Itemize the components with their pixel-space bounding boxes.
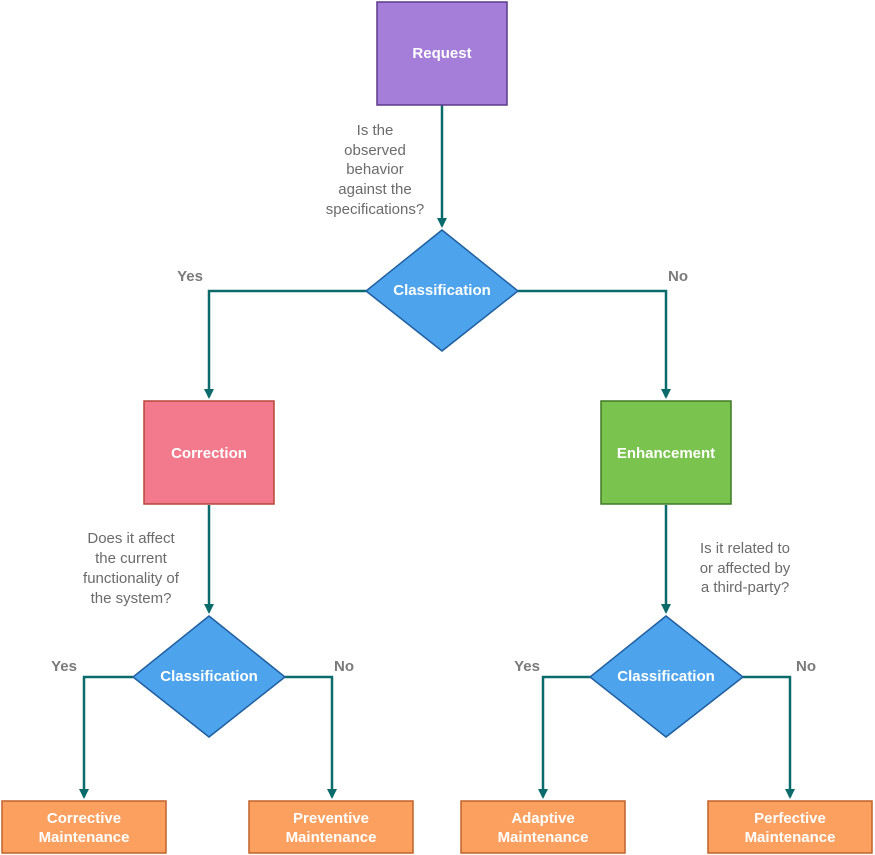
branch-label-top-no: No <box>668 268 688 285</box>
question-3-line: Is it related to <box>700 540 790 557</box>
branch-label-right-yes: Yes <box>514 658 540 675</box>
corrective-label-line2: Maintenance <box>39 829 130 846</box>
classification-right-label: Classification <box>617 668 715 685</box>
question-1-line: behavior <box>346 161 404 178</box>
question-1-line: observed <box>344 142 406 159</box>
enhancement-node: Enhancement <box>600 400 732 505</box>
correction-node: Correction <box>143 400 275 505</box>
branch-label-right-no: No <box>796 658 816 675</box>
classification-left-label: Classification <box>160 668 258 685</box>
perfective-maintenance-node: Perfective Maintenance <box>707 800 873 854</box>
question-1-line: Is the <box>357 122 394 139</box>
question-observed-behavior: Is the observed behavior against the spe… <box>326 122 424 218</box>
adaptive-maintenance-node: Adaptive Maintenance <box>460 800 626 854</box>
adaptive-label-line1: Adaptive <box>511 810 574 827</box>
question-2-line: the system? <box>91 590 172 607</box>
question-2-line: Does it affect <box>87 530 175 547</box>
question-third-party: Is it related to or affected by a third-… <box>700 540 791 596</box>
edge-right-classification-to-perfective <box>743 675 795 799</box>
edge-right-classification-to-adaptive <box>538 675 591 799</box>
corrective-label-line1: Corrective <box>47 810 121 827</box>
question-1-line: against the <box>338 181 411 198</box>
perfective-label-line1: Perfective <box>754 810 826 827</box>
edge-classification-to-correction <box>204 289 366 399</box>
edge-left-classification-to-preventive <box>285 675 337 799</box>
question-3-line: or affected by <box>700 560 791 577</box>
correction-label: Correction <box>171 445 247 462</box>
classification-right-node: Classification <box>588 615 745 738</box>
branch-label-left-no: No <box>334 658 354 675</box>
corrective-maintenance-node: Corrective Maintenance <box>1 800 167 854</box>
preventive-label-line2: Maintenance <box>286 829 377 846</box>
perfective-label-line2: Maintenance <box>745 829 836 846</box>
adaptive-label-line2: Maintenance <box>498 829 589 846</box>
question-1-line: specifications? <box>326 201 424 218</box>
preventive-maintenance-node: Preventive Maintenance <box>248 800 414 854</box>
question-affect-functionality: Does it affect the current functionality… <box>83 530 180 607</box>
classification-left-node: Classification <box>131 615 287 738</box>
edge-classification-to-enhancement <box>518 289 671 399</box>
preventive-label-line1: Preventive <box>293 810 369 827</box>
branch-label-left-yes: Yes <box>51 658 77 675</box>
classification-top-node: Classification <box>364 229 520 352</box>
question-2-line: the current <box>95 550 168 567</box>
branch-label-top-yes: Yes <box>177 268 203 285</box>
enhancement-label: Enhancement <box>617 445 715 462</box>
question-3-line: a third-party? <box>701 579 789 596</box>
request-label: Request <box>412 45 471 62</box>
edges <box>79 105 795 799</box>
request-node: Request <box>376 1 508 106</box>
edge-left-classification-to-corrective <box>79 675 133 799</box>
classification-top-label: Classification <box>393 282 491 299</box>
question-2-line: functionality of <box>83 570 180 587</box>
